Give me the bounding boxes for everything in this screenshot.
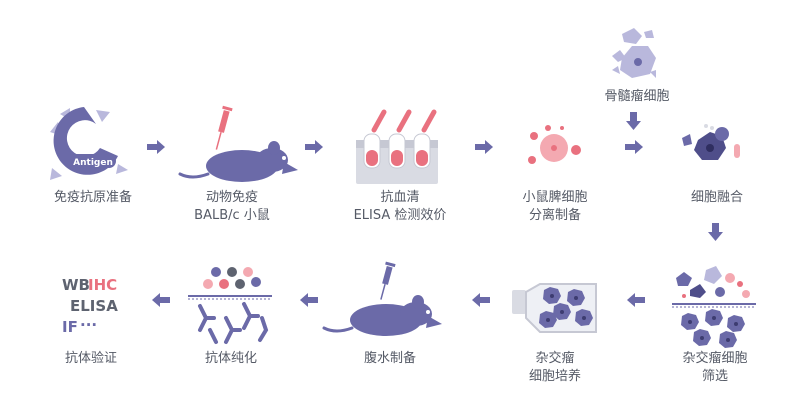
mouse-syringe-icon xyxy=(178,105,300,184)
serum-tubes-icon xyxy=(356,109,438,184)
mouse-syringe-icon xyxy=(322,261,444,338)
antibody-purification-icon xyxy=(188,267,272,344)
purify-caption: 抗体纯化 xyxy=(204,351,257,366)
arrow-left-icon xyxy=(300,293,318,307)
if-label: IF xyxy=(62,318,78,336)
fusion-caption: 细胞融合 xyxy=(690,190,743,205)
spleen-caption: 小鼠脾细胞 分离制备 xyxy=(522,190,588,223)
screening-cells-icon xyxy=(672,266,756,348)
validate-caption: 抗体验证 xyxy=(64,351,117,366)
arrow-left-icon xyxy=(472,293,490,307)
myeloma-cells-icon xyxy=(612,28,656,78)
arrow-left-icon xyxy=(152,293,170,307)
arrow-down-icon xyxy=(626,112,641,130)
culture-flask-icon xyxy=(512,283,597,333)
antigen-caption: 免疫抗原准备 xyxy=(53,190,132,205)
ascites-caption: 腹水制备 xyxy=(363,351,416,366)
fusion-cells-icon xyxy=(682,124,740,160)
arrow-right-icon xyxy=(305,140,323,154)
arrow-right-icon xyxy=(147,140,165,154)
immunize-caption: 动物免疫 BALB/c 小鼠 xyxy=(194,190,270,223)
antigen-badge: Antigen xyxy=(73,158,113,168)
ihc-label: IHC xyxy=(88,276,117,294)
antigen-icon xyxy=(50,107,128,180)
wb-label: WB xyxy=(62,276,90,294)
arrow-right-icon xyxy=(475,140,493,154)
arrow-left-icon xyxy=(627,293,645,307)
arrow-down-icon xyxy=(708,223,723,241)
elisa-label: ELISA xyxy=(70,297,118,315)
screening-caption: 杂交瘤细胞 筛选 xyxy=(682,351,748,384)
serum-caption: 抗血清 ELISA 检测效价 xyxy=(353,190,447,223)
arrow-right-icon xyxy=(625,140,643,154)
culture-caption: 杂交瘤 细胞培养 xyxy=(528,351,581,384)
ellipsis-label: ··· xyxy=(80,316,97,334)
spleen-cells-icon xyxy=(528,125,581,164)
myeloma-caption: 骨髓瘤细胞 xyxy=(604,89,670,104)
